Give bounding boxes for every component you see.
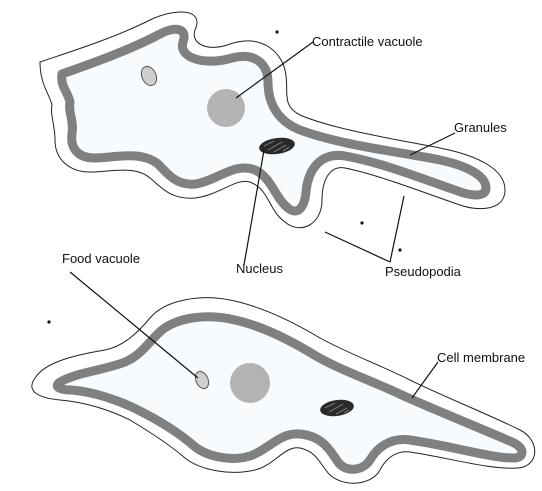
granule-dot — [398, 248, 401, 251]
label-food-vacuole: Food vacuole — [62, 251, 140, 266]
label-contractile-vacuole: Contractile vacuole — [312, 34, 423, 49]
leader-pseudopodia-1 — [325, 232, 390, 262]
granule-dot — [360, 221, 363, 224]
label-cell-membrane: Cell membrane — [437, 350, 525, 365]
granule-dot — [47, 320, 50, 323]
label-pseudopodia: Pseudopodia — [385, 264, 462, 279]
amoeba-top-contractile-vacuole — [207, 89, 245, 127]
amoeba-top — [40, 12, 505, 228]
amoeba-bottom-contractile-vacuole — [230, 363, 270, 403]
amoeba-bottom — [32, 298, 535, 483]
label-nucleus: Nucleus — [236, 261, 283, 276]
label-granules: Granules — [454, 120, 507, 135]
granule-dot — [275, 30, 278, 33]
leader-pseudopodia-2 — [390, 196, 404, 262]
